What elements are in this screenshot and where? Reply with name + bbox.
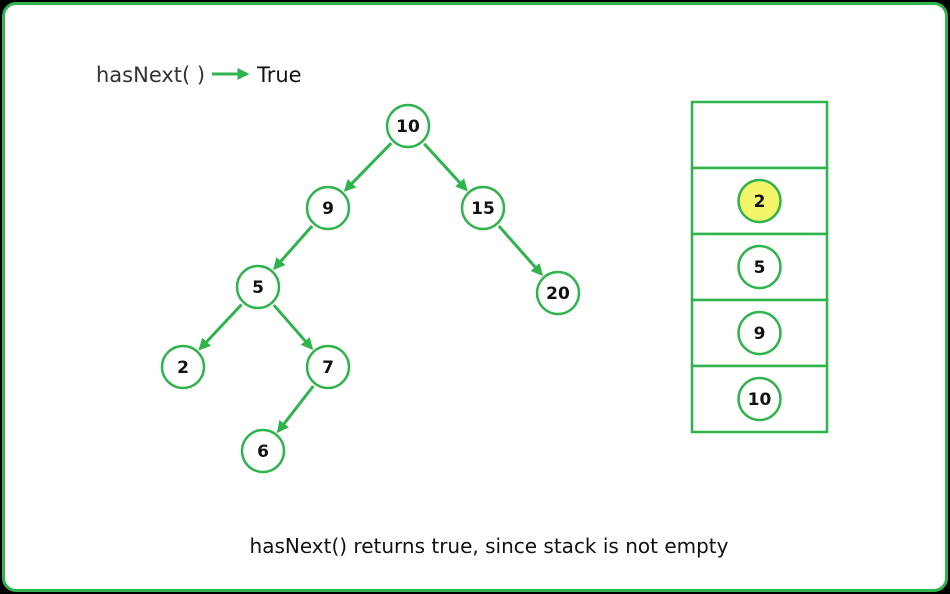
- stack-cell-2: 2: [690, 166, 829, 236]
- tree-edge-10-9: [343, 142, 393, 192]
- stack-node-circle: [737, 244, 782, 290]
- tree-node-2: 2: [160, 344, 206, 390]
- stack-node-label: 2: [754, 192, 766, 212]
- tree-node-label: 15: [471, 199, 495, 219]
- stack-cell-box: [690, 100, 829, 170]
- tree-node-6: 6: [240, 428, 286, 474]
- tree-edge-15-20: [497, 225, 544, 277]
- tree-node-circle: [305, 344, 351, 390]
- tree-node-5: 5: [235, 264, 281, 310]
- tree-edges: [198, 142, 544, 434]
- diagram-canvas: hasNext( ) True 10 9 15 5 20 2 7 6 2 5 9 10 hasNex…: [96, 63, 829, 558]
- header-result-label: True: [256, 63, 302, 87]
- tree-node-20: 20: [535, 270, 581, 316]
- tree-node-10: 10: [385, 103, 431, 149]
- tree-edge-10-15: [423, 142, 468, 192]
- stack-cell-9: 9: [690, 298, 829, 368]
- caption: hasNext() returns true, since stack is n…: [250, 534, 729, 558]
- tree-node-label: 9: [322, 199, 334, 219]
- tree-edge-5-7: [272, 304, 314, 350]
- tree-node-circle: [305, 185, 351, 231]
- tree-node-circle: [235, 264, 281, 310]
- tree-node-circle: [240, 428, 286, 474]
- stack-cell-5: 5: [690, 232, 829, 302]
- stack-cell-empty: [690, 100, 829, 170]
- stack-node-circle: [737, 310, 782, 356]
- stack-node-label: 9: [754, 324, 766, 344]
- tree-node-circle: [385, 103, 431, 149]
- tree-node-7: 7: [305, 344, 351, 390]
- tree-node-circle: [160, 344, 206, 390]
- stack-node-label: 10: [748, 390, 772, 410]
- tree-node-label: 10: [396, 117, 420, 137]
- tree-node-9: 9: [305, 185, 351, 231]
- tree-edge-7-6: [276, 385, 315, 434]
- tree-node-label: 7: [322, 358, 334, 378]
- stack-node-circle: [737, 178, 782, 224]
- tree-node-circle: [535, 270, 581, 316]
- tree-node-label: 2: [177, 358, 189, 378]
- stack-node-label: 5: [754, 258, 766, 278]
- tree-edge-9-5: [272, 224, 314, 271]
- tree-node-label: 20: [546, 284, 570, 304]
- stack-node-circle: [737, 376, 782, 422]
- tree-nodes: 10 9 15 5 20 2 7 6: [160, 103, 581, 474]
- tree-node-label: 5: [252, 278, 264, 298]
- stack: 2 5 9 10: [690, 100, 829, 434]
- tree-node-circle: [460, 185, 506, 231]
- stack-cell-10: 10: [690, 364, 829, 434]
- tree-edge-5-2: [198, 303, 243, 351]
- tree-node-label: 6: [257, 442, 269, 462]
- header-call-label: hasNext( ): [96, 63, 205, 87]
- tree-node-15: 15: [460, 185, 506, 231]
